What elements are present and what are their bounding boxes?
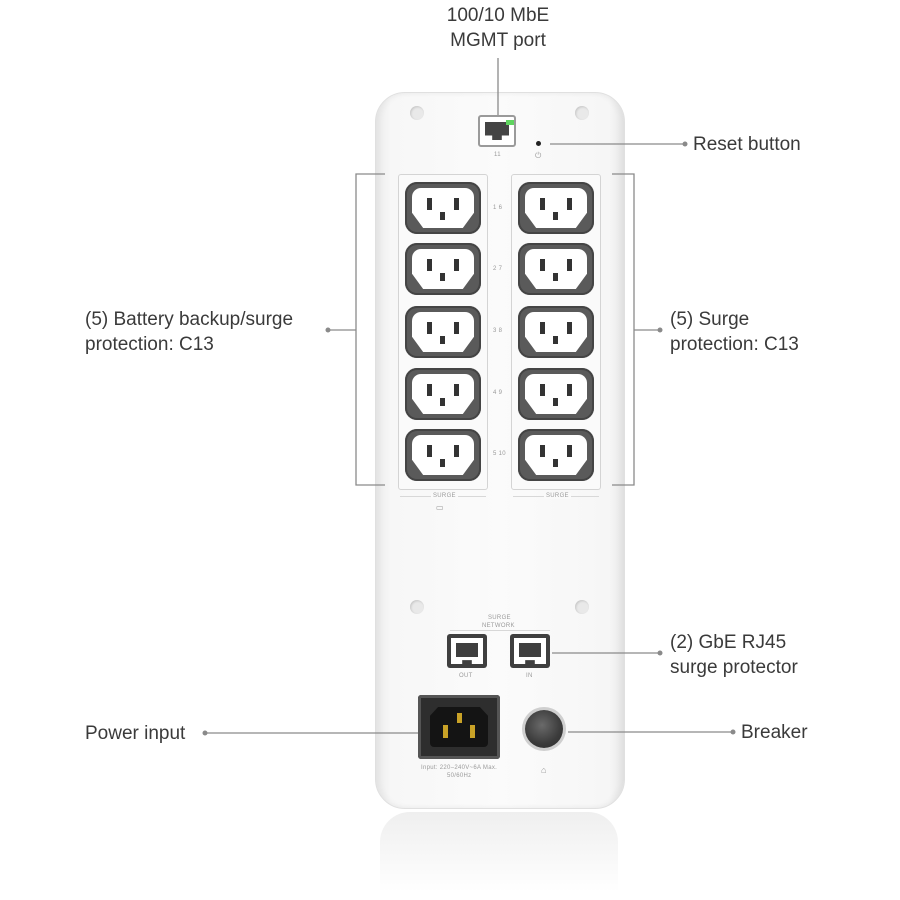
outlet-c13 [405, 306, 481, 358]
surge-protection-label-line2: protection: C13 [670, 334, 799, 355]
screw-mid-right [575, 600, 589, 614]
breaker-icon: ⌂ [541, 765, 547, 775]
mgmt-port-label: 100/10 MbE MGMT port [418, 3, 578, 53]
gbe-surge-label-line1: (2) GbE RJ45 [670, 632, 787, 653]
mgmt-port[interactable] [478, 115, 516, 147]
outlet-c13 [518, 306, 594, 358]
port-out-label: OUT [459, 673, 473, 679]
mgmt-port-number: 11 [494, 152, 501, 158]
screw-top-right [575, 106, 589, 120]
reset-leader-dot [682, 141, 688, 147]
mgmt-port-label-line2: MGMT port [450, 30, 546, 51]
right-bank-caption: SURGE [544, 493, 571, 499]
outlet-c13 [405, 368, 481, 420]
power-input-label: Power input [85, 723, 186, 744]
power-pin [457, 713, 462, 723]
battery-icon: ▭ [436, 503, 444, 512]
battery-backup-label: (5) Battery backup/surge protection: C13 [85, 307, 293, 357]
outlet-c13 [405, 243, 481, 295]
breaker-label: Breaker [741, 722, 808, 743]
screw-mid-left [410, 600, 424, 614]
network-out-port[interactable] [447, 634, 487, 668]
gbe-surge-label-line2: surge protector [670, 657, 798, 678]
gbe-surge-label: (2) GbE RJ45 surge protector [670, 630, 798, 680]
battery-backup-outlet-bank [398, 174, 488, 490]
mgmt-port-led [506, 120, 514, 125]
outlet-number: 3 8 [493, 328, 503, 334]
reset-icon: ⏻ [535, 151, 542, 160]
outlet-number: 5 10 [493, 451, 506, 457]
surge-leader-dot [657, 327, 663, 333]
outlet-number: 4 9 [493, 390, 503, 396]
mgmt-port-label-line1: 100/10 MbE [446, 5, 550, 26]
power-leader-dot [202, 730, 208, 736]
device-reflection [380, 812, 618, 892]
power-inlet-c14[interactable] [418, 695, 500, 759]
network-caption-line2: NETWORK [482, 623, 515, 629]
network-in-port[interactable] [510, 634, 550, 668]
gbe-leader-dot [657, 650, 663, 656]
right-bracket [612, 173, 635, 486]
breaker-leader-dot [730, 729, 736, 735]
surge-protection-label: (5) Surge protection: C13 [670, 307, 799, 357]
surge-outlet-bank [511, 174, 601, 490]
left-bracket [355, 173, 385, 486]
network-caption-line [450, 630, 550, 631]
screw-top-left [410, 106, 424, 120]
outlet-c13 [518, 182, 594, 234]
battery-backup-label-line1: (5) Battery backup/surge [85, 309, 294, 330]
power-pin [443, 725, 448, 738]
outlet-number: 2 7 [493, 266, 503, 272]
reset-button[interactable] [536, 141, 541, 146]
surge-protection-label-line1: (5) Surge [670, 309, 750, 330]
mgmt-port-socket [485, 122, 509, 140]
outlet-number: 1 6 [493, 205, 503, 211]
outlet-c13 [405, 429, 481, 481]
battery-backup-label-line2: protection: C13 [85, 334, 214, 355]
power-rating-line1: Input: 220–240V~6A Max. [421, 765, 498, 771]
outlet-c13 [518, 243, 594, 295]
power-pin [470, 725, 475, 738]
battery-leader-dot [325, 327, 331, 333]
breaker-button[interactable] [525, 710, 563, 748]
left-bank-caption: SURGE [431, 493, 458, 499]
power-rating-line2: 50/60Hz [447, 773, 472, 779]
reset-button-label: Reset button [693, 134, 801, 155]
outlet-c13 [518, 429, 594, 481]
outlet-c13 [405, 182, 481, 234]
port-in-label: IN [526, 673, 533, 679]
network-caption-line1: SURGE [488, 615, 511, 621]
outlet-c13 [518, 368, 594, 420]
